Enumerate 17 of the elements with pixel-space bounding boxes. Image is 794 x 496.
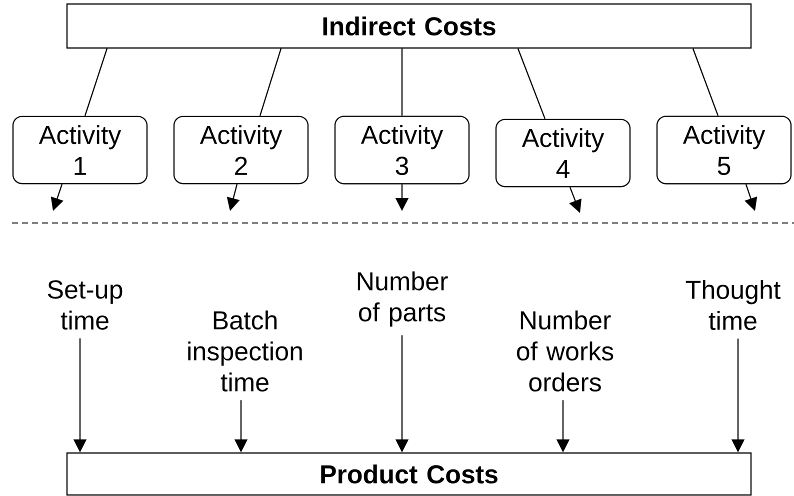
activity-box: Activity 2 — [173, 116, 309, 184]
activity-box: Activity 4 — [495, 118, 631, 188]
cost-driver-label: Thought time — [686, 280, 781, 330]
activity-box: Activity 1 — [12, 116, 148, 184]
connector-line — [84, 48, 108, 116]
connector-line — [517, 48, 546, 120]
cost-driver-label: Number of works orders — [516, 310, 614, 392]
cost-driver-label: Batch inspection time — [188, 310, 302, 392]
activity-box: Activity 5 — [656, 116, 792, 184]
connector-line — [401, 48, 403, 116]
connector-line — [259, 48, 282, 116]
cost-driver-label: Number of parts — [358, 271, 448, 327]
cost-driver-label: Set-up time — [48, 280, 122, 330]
connector-line — [692, 48, 719, 116]
activity-box: Activity 3 — [334, 116, 470, 184]
cost-box: Indirect Costs — [66, 3, 752, 49]
cost-box: Product Costs — [66, 452, 752, 496]
